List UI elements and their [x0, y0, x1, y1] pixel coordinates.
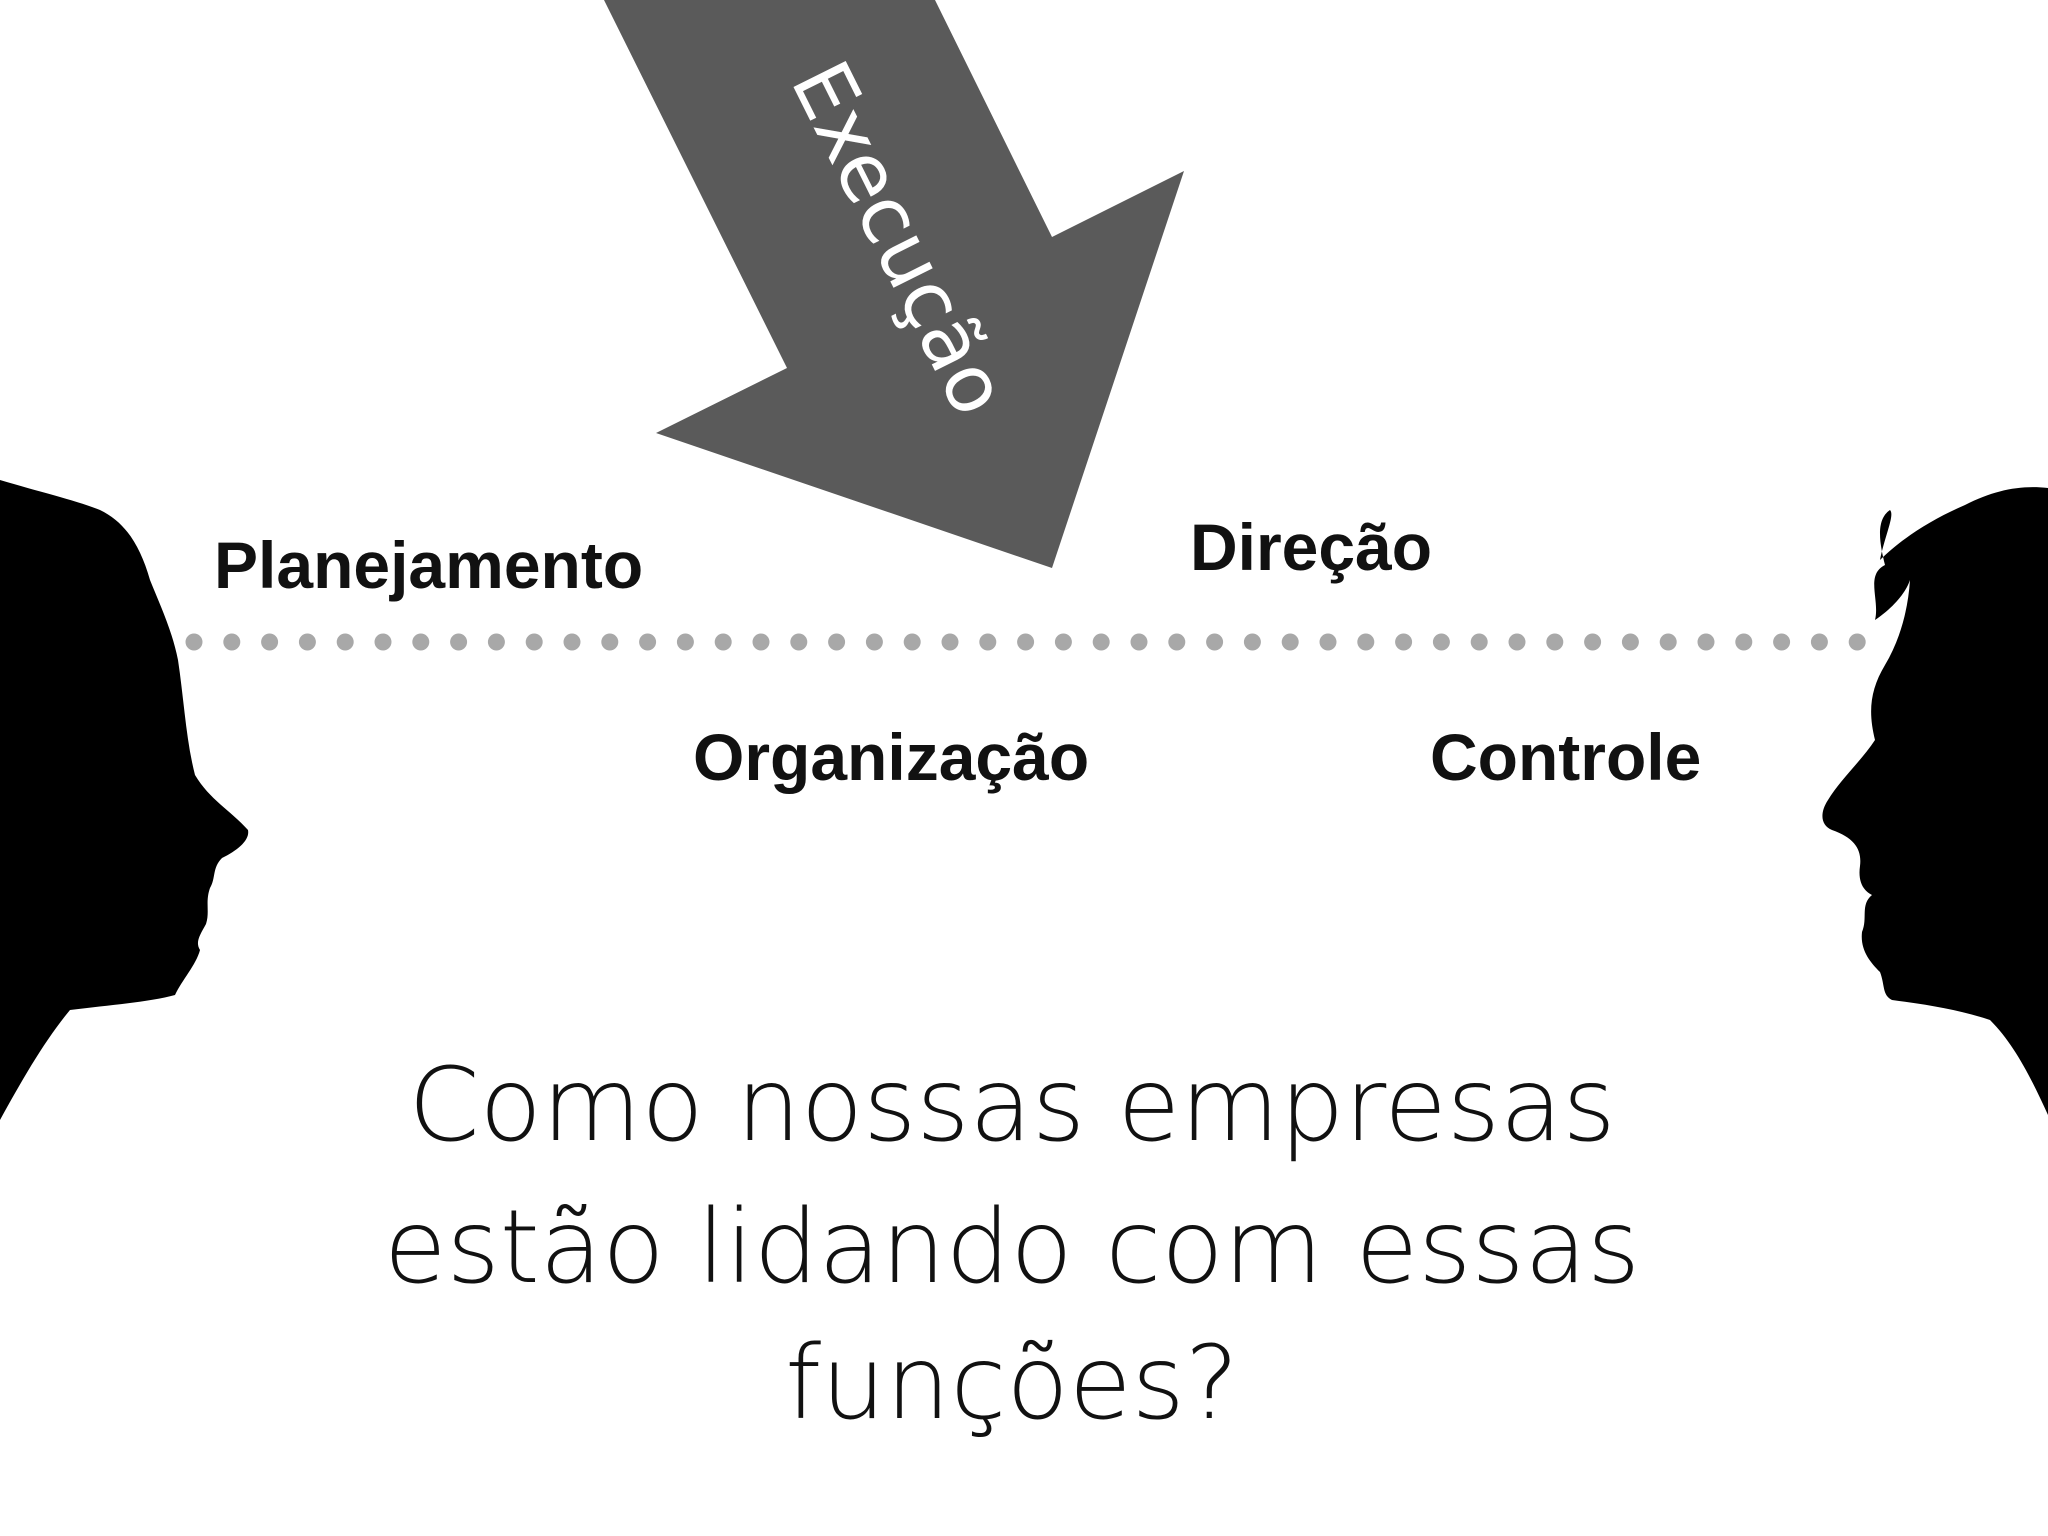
divider-dot — [1659, 633, 1677, 651]
divider-dot — [1395, 633, 1413, 651]
question-line-2: estão lidando com essas — [384, 1188, 1640, 1307]
divider-dot — [1432, 633, 1450, 651]
divider-dot — [1168, 633, 1186, 651]
divider-dot — [790, 633, 808, 651]
divider-dot — [941, 633, 959, 651]
divider-dot — [601, 633, 619, 651]
divider-dot — [1508, 633, 1526, 651]
divider-dot — [1697, 633, 1715, 651]
question-line-1: Como nossas empresas — [408, 1046, 1615, 1165]
label-organizacao: Organização — [693, 720, 1089, 794]
divider-dot — [1546, 633, 1564, 651]
left-head-silhouette — [0, 480, 249, 1120]
divider-dot — [525, 633, 543, 651]
divider-dot — [828, 633, 846, 651]
divider-dot — [1621, 633, 1639, 651]
divider-dot — [752, 633, 770, 651]
divider-dot — [298, 633, 316, 651]
divider-dot — [374, 633, 392, 651]
divider-dot — [563, 633, 581, 651]
divider-dot — [714, 633, 732, 651]
execution-arrow-shape — [604, 0, 1184, 568]
divider-dot — [450, 633, 468, 651]
divider-dot — [1735, 633, 1753, 651]
divider-dot — [865, 633, 883, 651]
question-line-3: funções? — [785, 1324, 1239, 1443]
divider-dot — [1773, 633, 1791, 651]
divider-dot — [1848, 633, 1866, 651]
dotted-divider — [185, 633, 1866, 651]
divider-dot — [1470, 633, 1488, 651]
divider-dot — [639, 633, 657, 651]
divider-dot — [903, 633, 921, 651]
divider-dot — [1092, 633, 1110, 651]
label-planejamento: Planejamento — [214, 528, 643, 602]
divider-dot — [1243, 633, 1261, 651]
label-direcao: Direção — [1190, 510, 1432, 584]
divider-dot — [487, 633, 505, 651]
divider-dot — [1319, 633, 1337, 651]
divider-dot — [185, 633, 203, 651]
question-block: Como nossas empresas estão lidando com e… — [384, 1046, 1640, 1443]
divider-dot — [1206, 633, 1224, 651]
divider-dot — [412, 633, 430, 651]
right-head-silhouette — [1822, 487, 2048, 1116]
divider-dot — [1584, 633, 1602, 651]
divider-dot — [676, 633, 694, 651]
divider-dot — [1810, 633, 1828, 651]
divider-dot — [223, 633, 241, 651]
label-controle: Controle — [1430, 720, 1701, 794]
divider-dot — [1357, 633, 1375, 651]
divider-dot — [336, 633, 354, 651]
divider-dot — [1281, 633, 1299, 651]
divider-dot — [1017, 633, 1035, 651]
divider-dot — [979, 633, 997, 651]
divider-dot — [1130, 633, 1148, 651]
execution-arrow: Execução — [604, 0, 1184, 568]
divider-dot — [261, 633, 279, 651]
divider-dot — [1054, 633, 1072, 651]
